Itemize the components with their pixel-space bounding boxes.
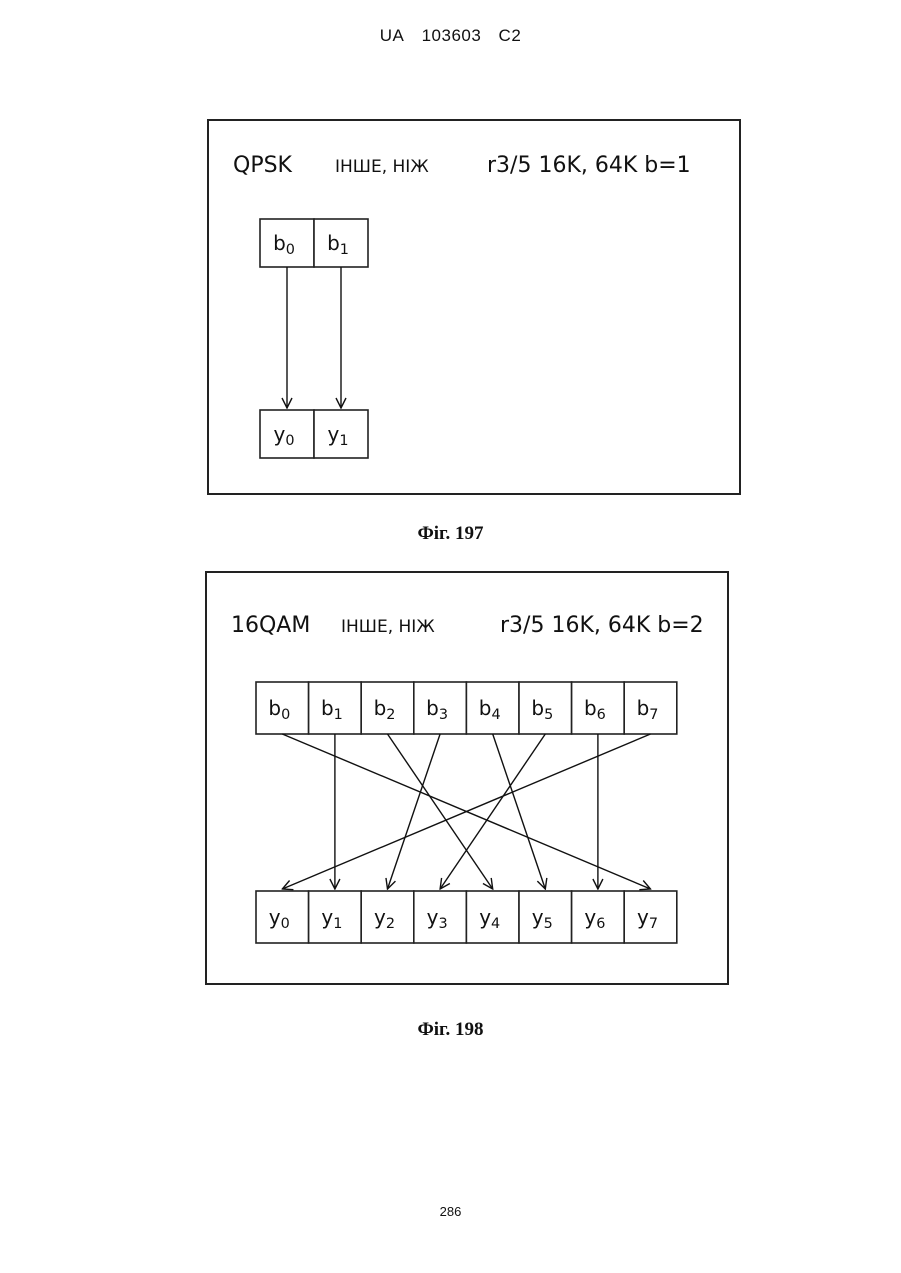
- header-number: 103603: [422, 26, 482, 45]
- header-kind: C2: [499, 26, 522, 45]
- figure-198-mapping-arrow: [388, 734, 441, 889]
- figure-198-frame: 16QAM ІНШЕ, НІЖ r3/5 16K, 64K b=2 b0b1b2…: [205, 571, 729, 985]
- page-number: 286: [0, 1204, 901, 1219]
- figure-197-frame: QPSK ІНШЕ, НІЖ r3/5 16K, 64K b=1 b0b1y0y…: [207, 119, 741, 495]
- document-header: UA 103603 C2: [0, 26, 901, 46]
- figure-197-diagram: b0b1y0y1: [209, 121, 743, 497]
- figure-198-mapping-arrow: [493, 734, 546, 889]
- figure-198-mapping-arrow: [388, 734, 493, 889]
- figure-198-caption: Фіг. 198: [0, 1019, 901, 1041]
- header-country: UA: [380, 26, 405, 45]
- figure-198-diagram: b0b1b2b3b4b5b6b7y0y1y2y3y4y5y6y7: [207, 573, 729, 985]
- figure-198-mapping-arrow: [440, 734, 545, 889]
- figure-197-caption: Фіг. 197: [0, 523, 901, 545]
